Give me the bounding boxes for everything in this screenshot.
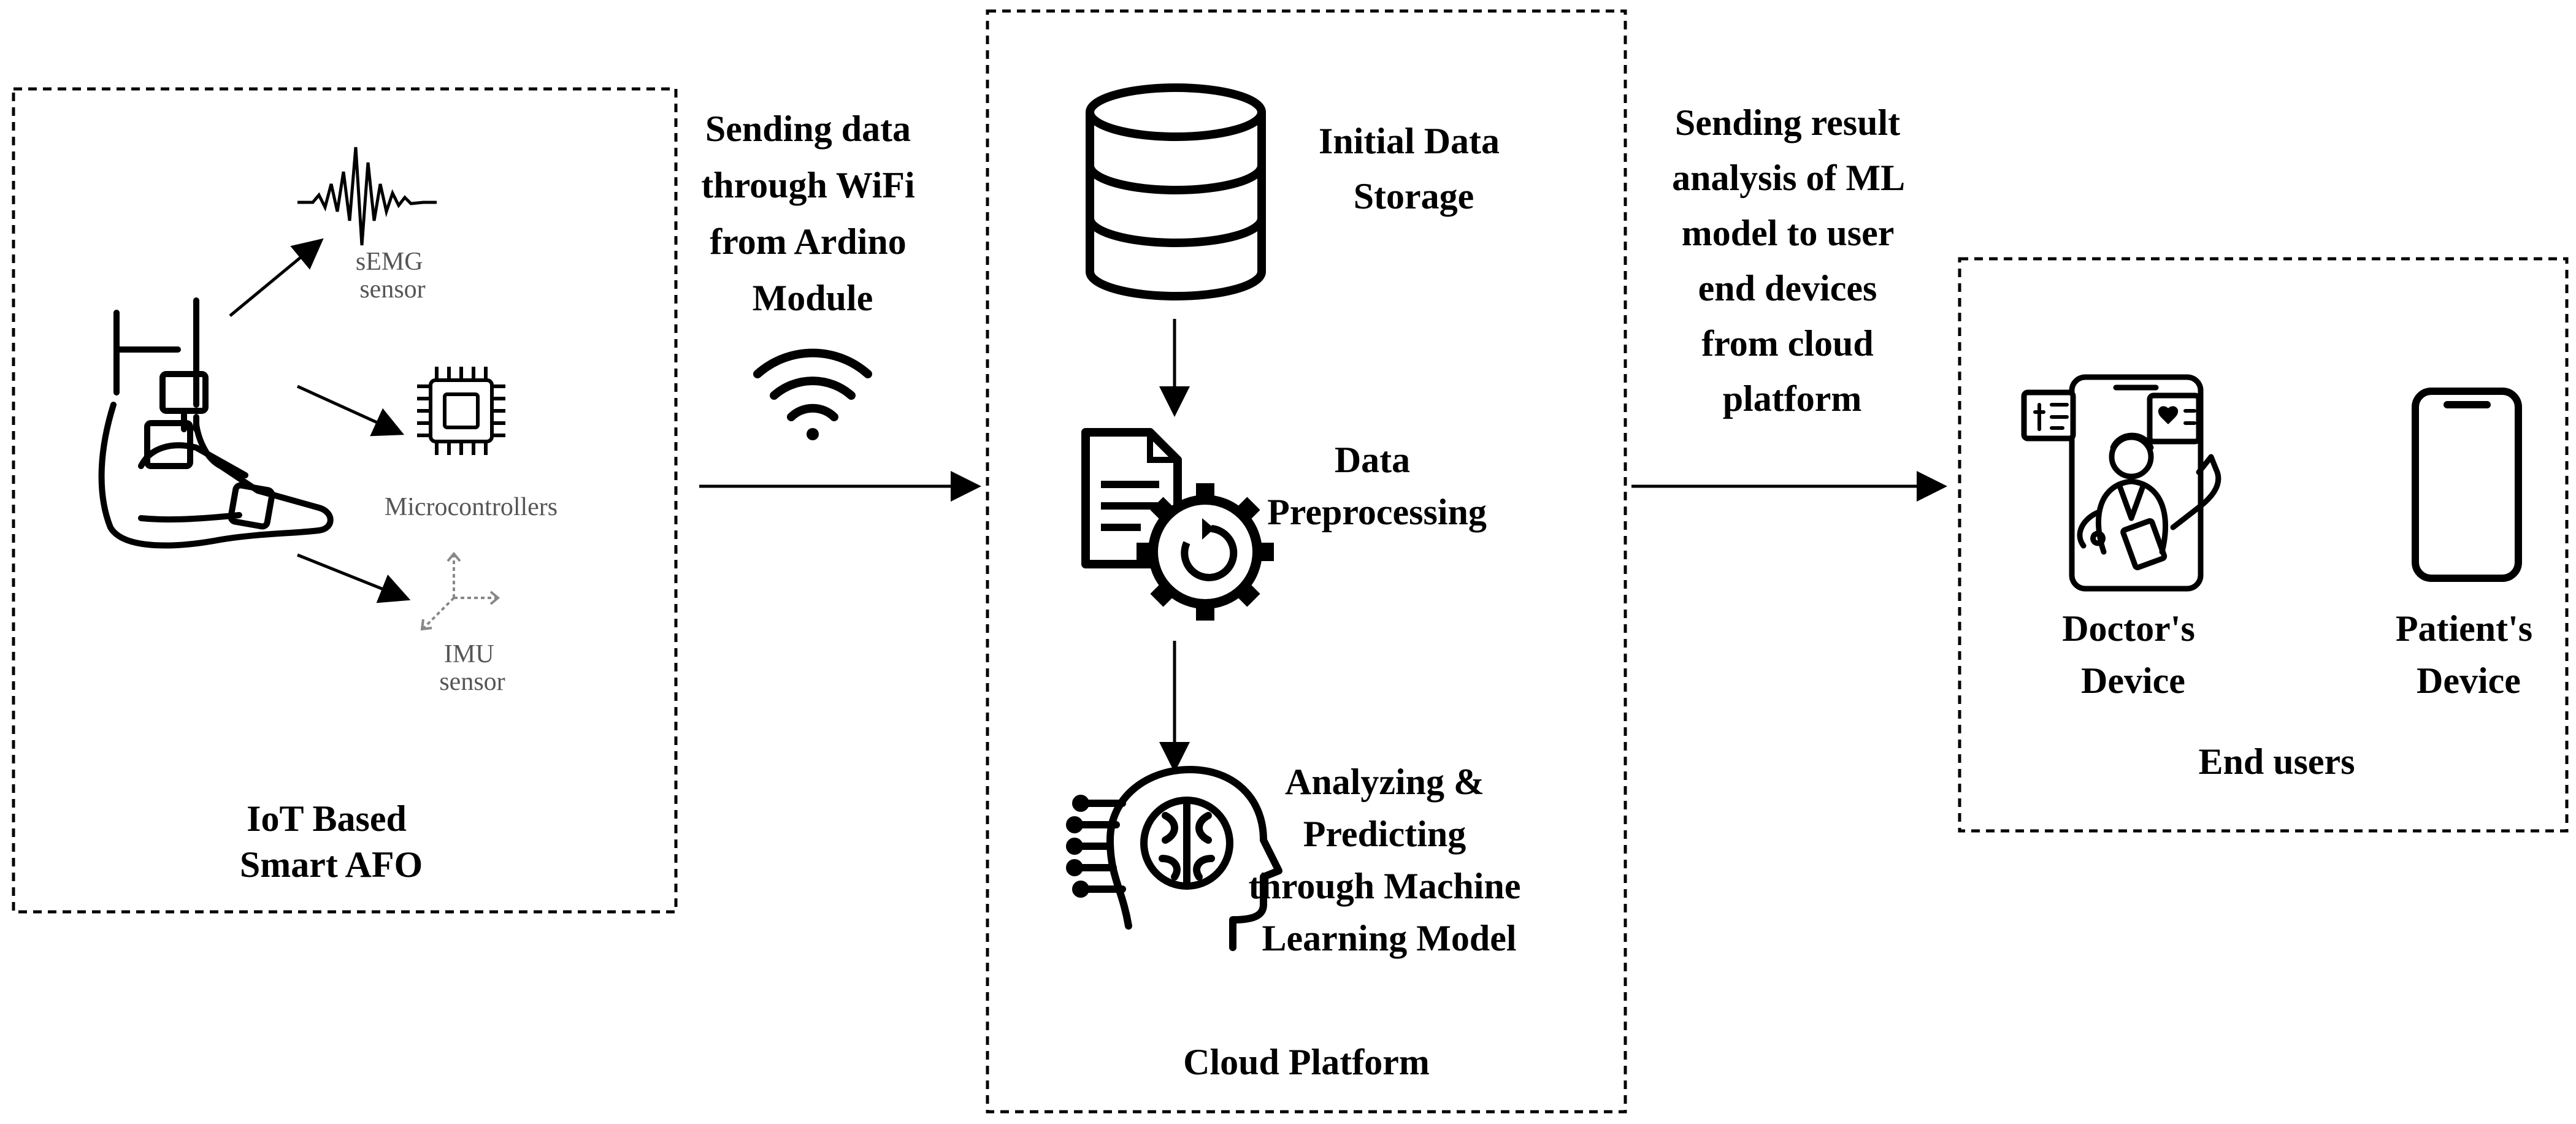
iot-afo-title: IoT Based Smart AFO — [240, 798, 423, 885]
document-gear-icon — [1081, 428, 1274, 621]
data-preprocessing-label: Data Preprocessing — [1267, 440, 1487, 532]
wifi-transfer-text: Sending data through WiFi from Ardino Mo… — [701, 109, 924, 318]
wifi-icon — [753, 348, 872, 440]
arrow-to-semg — [229, 238, 324, 317]
imu-axes-icon — [420, 551, 500, 631]
initial-data-storage-label: Initial Data Storage — [1319, 121, 1509, 216]
database-icon — [1086, 83, 1266, 300]
patient-device-label: Patient's Device — [2396, 608, 2542, 701]
afo-brace-icon — [98, 297, 334, 549]
imu-label: IMU sensor — [439, 640, 505, 696]
arrow-to-microcontroller — [296, 384, 405, 437]
ml-analysis-label: Analyzing & Predicting through Machine L… — [1249, 762, 1530, 958]
doctor-device-icon — [2021, 374, 2221, 592]
smartphone-icon — [2412, 388, 2522, 582]
arrow-to-imu — [297, 553, 411, 603]
microcontrollers-label: Microcontrollers — [385, 493, 558, 521]
result-transfer-text: Sending result analysis of ML model to u… — [1672, 102, 1912, 419]
iot-afo-box — [12, 87, 678, 914]
ai-head-icon — [1066, 766, 1282, 951]
semg-label: sEMG sensor — [356, 248, 429, 304]
doctor-device-label: Doctor's Device — [2062, 608, 2204, 701]
semg-waveform-icon — [297, 147, 437, 246]
end-users-title: End users — [2198, 741, 2355, 782]
cloud-platform-title: Cloud Platform — [1183, 1042, 1430, 1082]
microcontroller-chip-icon — [417, 367, 505, 455]
